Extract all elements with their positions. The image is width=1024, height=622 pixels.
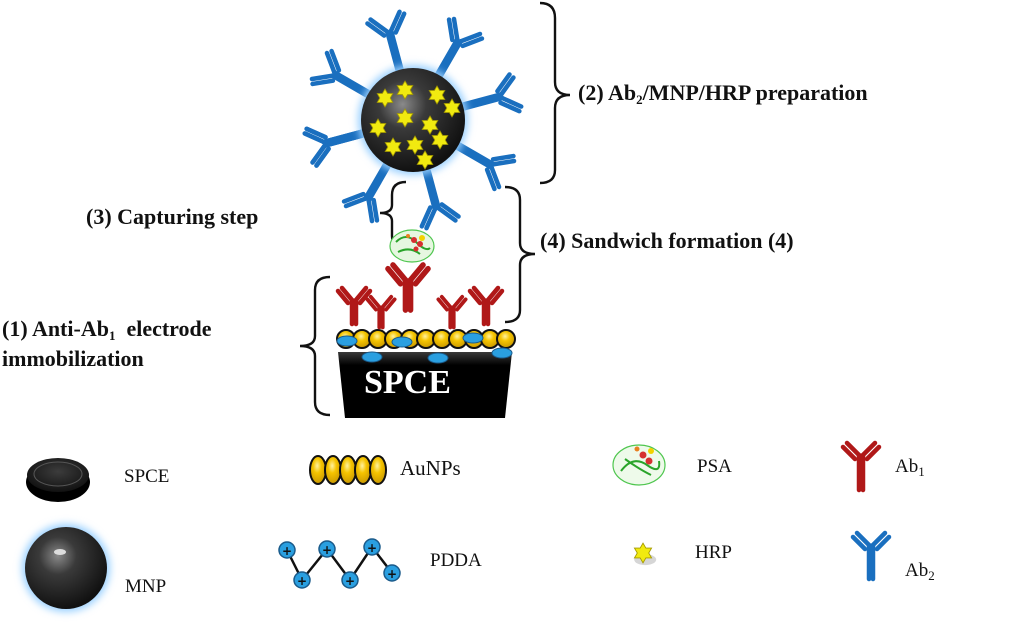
legend-ab2-sub: 2	[928, 568, 935, 583]
legend-ab2-text: Ab	[905, 560, 929, 581]
step1-line1: (1) Anti-Ab1 electrode	[2, 314, 212, 344]
legend-ab2-label: Ab2	[905, 560, 935, 582]
svg-text:+: +	[345, 574, 355, 588]
ab2-antibody	[302, 126, 368, 168]
step3-label: (3) Capturing step	[86, 204, 259, 229]
legend-aunps-label: AuNPs	[400, 456, 461, 480]
gold-nanoparticles-icon	[309, 455, 387, 485]
step2-suffix: /MNP/HRP preparation	[642, 80, 868, 105]
bracket-step4	[504, 185, 536, 324]
pdda-unit	[491, 347, 513, 359]
pdda-unit	[361, 351, 383, 363]
svg-text:+: +	[282, 544, 292, 558]
legend-spce-label: SPCE	[124, 466, 170, 487]
ab1-antibody	[385, 262, 431, 313]
step1-sub: 1	[108, 328, 116, 343]
legend-ab1-sub: 1	[918, 464, 925, 479]
step4-label: (4) Sandwich formation (4)	[540, 228, 794, 253]
mnp-antibody-corona	[302, 9, 524, 231]
aunp-layer	[336, 329, 516, 349]
svg-text:+: +	[387, 567, 397, 581]
legend-pdda-label: PDDA	[430, 550, 482, 571]
ab2-antibody	[434, 16, 485, 80]
blue-antibody-icon	[850, 530, 892, 582]
bracket-step2	[539, 1, 571, 185]
step1-suffix: electrode	[115, 316, 212, 341]
ab1-layer	[335, 262, 505, 330]
ab2-antibody	[419, 165, 461, 231]
star-enzyme-icon	[633, 542, 657, 566]
psa-protein	[389, 229, 435, 263]
legend-mnp-label: MNP	[125, 576, 167, 597]
bracket-step1	[299, 275, 331, 417]
legend-ab1-text: Ab	[895, 456, 919, 477]
ab2-antibody	[453, 141, 517, 192]
pdda-unit	[462, 332, 484, 344]
step1-prefix: (1) Anti-Ab	[2, 316, 109, 341]
ab2-antibody	[365, 9, 407, 75]
spce-electrode	[338, 352, 512, 418]
legend-ab1-label: Ab1	[895, 456, 925, 478]
red-antibody-icon	[840, 440, 882, 493]
polymer-chain-icon: + + + + + +	[278, 538, 401, 589]
ab2-antibody	[458, 72, 524, 114]
pdda-unit	[427, 352, 449, 364]
ab1-antibody	[436, 294, 468, 330]
ab1-antibody	[467, 285, 505, 327]
step2-sub: 2	[636, 92, 643, 107]
ab1-antibody	[365, 294, 397, 330]
legend-psa-label: PSA	[697, 456, 732, 477]
step2-prefix: (2) Ab	[578, 80, 637, 105]
svg-text:+: +	[322, 543, 332, 557]
ab2-antibody	[341, 160, 392, 224]
aunp-particle	[496, 329, 516, 349]
mnp-sphere	[361, 68, 465, 172]
ab1-antibody	[335, 285, 373, 327]
step1-line2: immobilization	[2, 346, 144, 371]
step1-label: (1) Anti-Ab1 electrode immobilization	[2, 314, 212, 374]
protein-structure-icon	[612, 444, 666, 486]
pdda-layer	[336, 332, 513, 364]
legend-hrp-label: HRP	[695, 542, 732, 563]
spce-disk-icon	[26, 458, 90, 502]
ab2-antibody	[309, 48, 373, 99]
pdda-unit	[336, 335, 358, 347]
svg-text:+: +	[297, 574, 307, 588]
pdda-unit	[391, 336, 413, 348]
svg-text:+: +	[367, 541, 377, 555]
magnetic-nanoparticle-icon	[22, 524, 110, 612]
electrode-label: SPCE	[364, 364, 451, 401]
step2-label: (2) Ab2/MNP/HRP preparation	[578, 80, 868, 106]
